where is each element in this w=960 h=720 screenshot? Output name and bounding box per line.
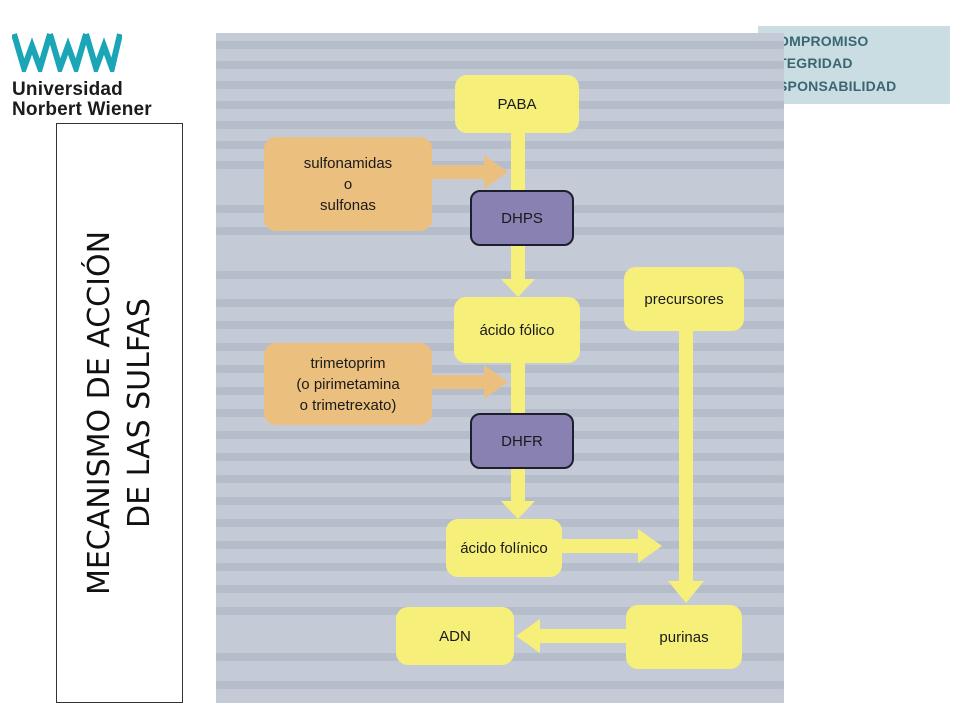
banner-line-1: OMPROMISO: [778, 33, 869, 49]
logo-mark-icon: [12, 33, 122, 72]
slide-title: MECANISMO DE ACCIÓN DE LAS SULFAS: [80, 133, 160, 693]
node-acido-folico: ácido fólico: [454, 297, 580, 363]
node-adn: ADN: [396, 607, 514, 665]
slide-title-box: MECANISMO DE ACCIÓN DE LAS SULFAS: [56, 123, 183, 703]
arrow-dhfr-folinico-head: [501, 501, 535, 519]
arrow-precursores-purinas-shaft: [679, 331, 693, 585]
title-line-2: DE LAS SULFAS: [121, 298, 157, 528]
values-banner: OMPROMISO TEGRIDAD SPONSABILIDAD: [758, 26, 950, 104]
arrow-folinico-right-shaft: [560, 539, 642, 553]
arrow-dhps-folico-head: [501, 279, 535, 297]
textbook-figure: PABA sulfonamidas o sulfonas DHPS precur…: [216, 33, 784, 703]
arrow-tmp-head: [484, 365, 508, 399]
title-line-1: MECANISMO DE ACCIÓN: [81, 230, 117, 596]
sulfonamidas-line-3: sulfonas: [320, 196, 376, 214]
arrow-purinas-adn-shaft: [536, 629, 626, 643]
banner-line-3: SPONSABILIDAD: [778, 78, 897, 94]
arrow-tmp-shaft: [430, 375, 488, 389]
flow-arrows: [430, 130, 704, 653]
sulfonamidas-line-2: o: [343, 175, 353, 193]
node-trimetoprim: trimetoprim (o pirimetamina o trimetrexa…: [264, 343, 432, 425]
arrow-sulfa-shaft: [430, 165, 488, 179]
sulfonamidas-line-1: sulfonamidas: [303, 154, 393, 172]
node-dhfr: DHFR: [470, 413, 574, 469]
node-acido-folinico: ácido folínico: [446, 519, 562, 577]
trimetoprim-line-2: (o pirimetamina: [296, 375, 400, 393]
node-purinas: purinas: [626, 605, 742, 669]
banner-line-2: TEGRIDAD: [778, 55, 853, 71]
node-dhps: DHPS: [470, 190, 574, 246]
node-paba: PABA: [455, 75, 579, 133]
arrow-paba-dhps: [511, 130, 525, 190]
node-sulfonamidas: sulfonamidas o sulfonas: [264, 137, 432, 231]
node-precursores: precursores: [624, 267, 744, 331]
arrow-purinas-adn-head: [516, 619, 540, 653]
trimetoprim-line-1: trimetoprim: [310, 354, 386, 372]
arrow-dhps-folico-shaft: [511, 243, 525, 283]
arrow-folico-dhfr: [511, 363, 525, 415]
arrow-folinico-right-head: [638, 529, 662, 563]
university-logo: Universidad Norbert Wiener: [12, 28, 182, 120]
arrow-sulfa-head: [484, 155, 508, 189]
arrow-precursores-purinas-head: [668, 581, 704, 603]
arrow-dhfr-folinico-shaft: [511, 469, 525, 505]
trimetoprim-line-3: o trimetrexato): [299, 396, 397, 414]
logo-line-1: Universidad: [12, 79, 123, 100]
logo-line-2: Norbert Wiener: [12, 99, 152, 120]
